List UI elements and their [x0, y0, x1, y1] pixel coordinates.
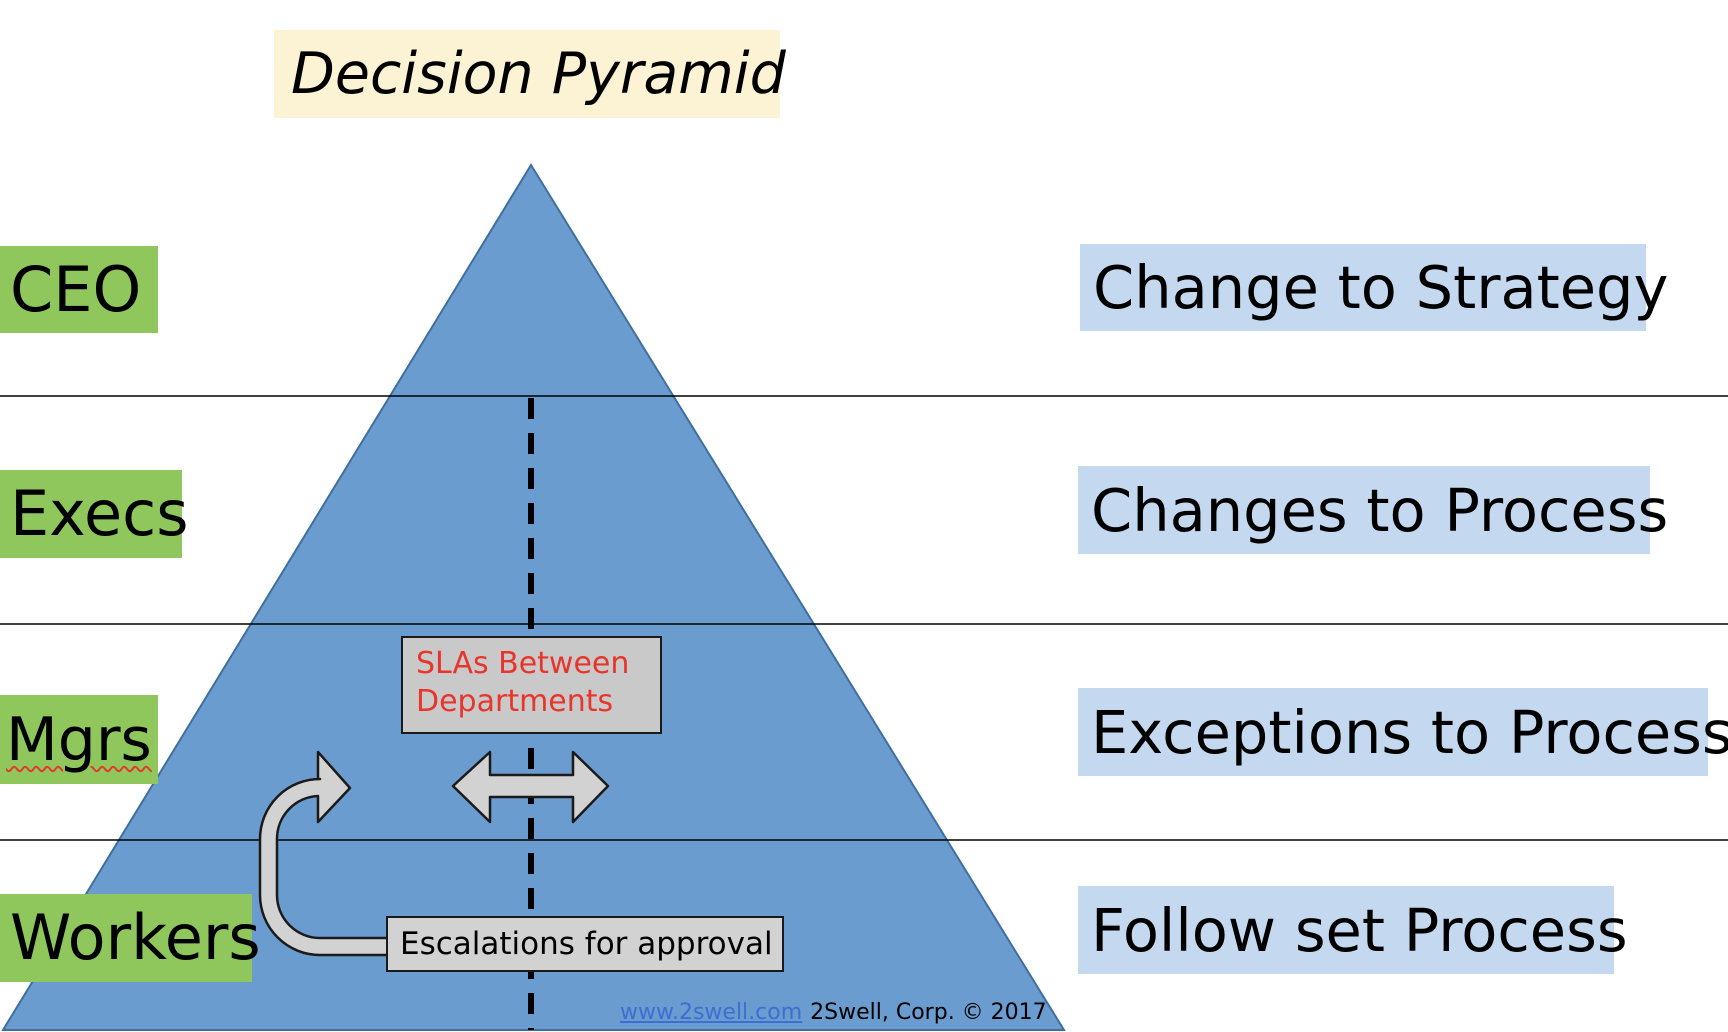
credit-text: 2Swell, Corp. © 2017: [810, 1000, 1047, 1025]
role-label-ceo: CEO: [0, 246, 158, 333]
double-headed-arrow: [451, 750, 610, 824]
role-label-mgrs: Mgrs: [0, 695, 158, 784]
diagram-title: Decision Pyramid: [274, 30, 786, 118]
sla-callout-box: SLAs Between Departments: [401, 636, 662, 734]
escalation-callout-box: Escalations for approval: [386, 916, 784, 972]
role-label-workers: Workers: [0, 894, 261, 982]
credit-link[interactable]: www.2swell.com: [620, 1000, 803, 1025]
credit-line: www.2swell.com 2Swell, Corp. © 2017: [620, 998, 1047, 1028]
action-label-process-changes: Changes to Process: [1078, 466, 1668, 554]
role-label-mgrs-text: Mgrs: [6, 704, 152, 775]
role-label-execs: Execs: [0, 470, 189, 558]
action-label-process-exceptions: Exceptions to Process: [1078, 688, 1728, 776]
escalation-curved-arrow: [258, 750, 392, 957]
action-label-follow-process: Follow set Process: [1078, 886, 1628, 974]
action-label-strategy: Change to Strategy: [1080, 244, 1668, 331]
